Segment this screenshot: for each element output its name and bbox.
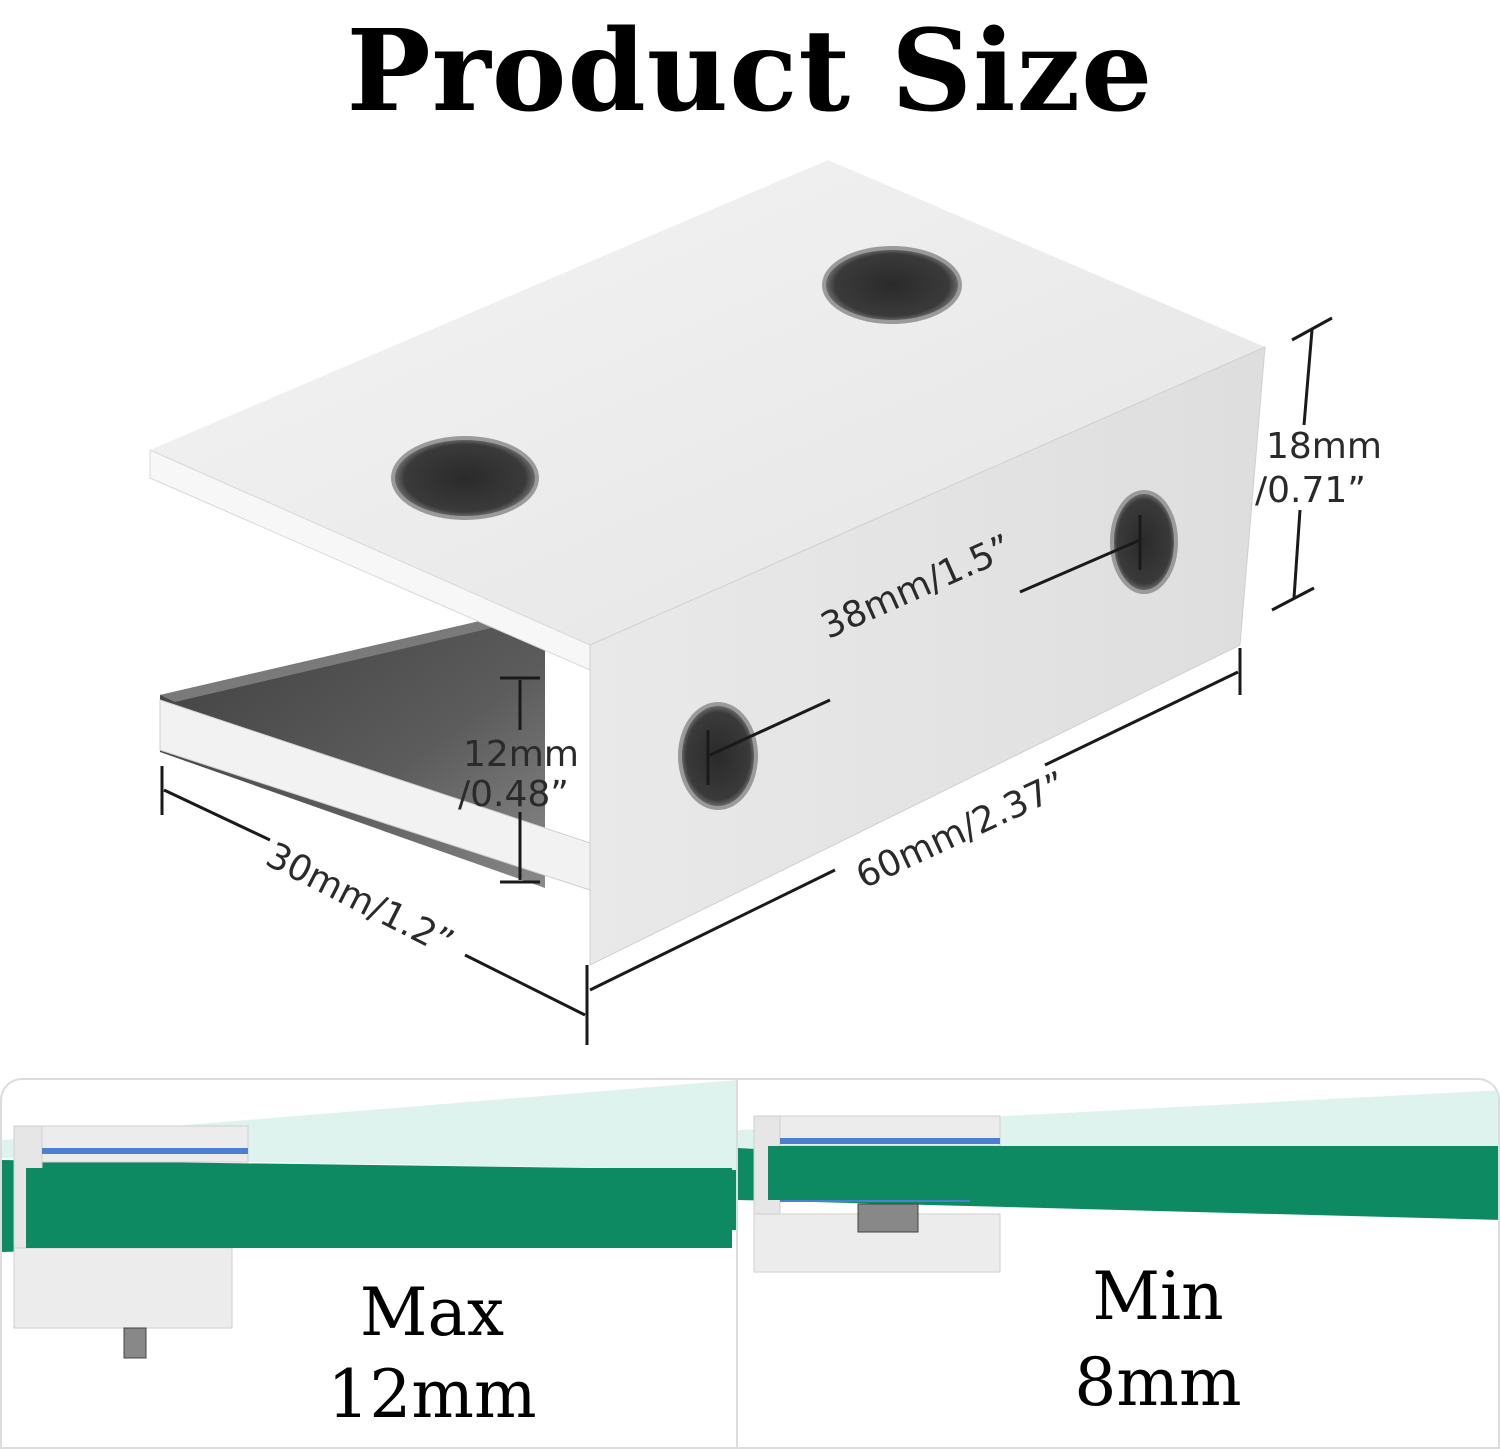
page-title: Product Size [346, 6, 1154, 137]
clamp-illustration [149, 160, 1333, 1045]
top-hole-1 [391, 436, 539, 520]
max-label: Max [359, 1274, 505, 1351]
gap-mm-label: 12mm [463, 734, 579, 775]
width-dimension-line [160, 766, 586, 1017]
top-hole-2 [822, 246, 962, 324]
hole-spacing-dimension-line [706, 515, 1142, 785]
height-dimension-line [1271, 316, 1333, 612]
length-dimension-line [585, 648, 1242, 1045]
gap-in-label: /0.48” [458, 774, 569, 815]
height-mm-label: 18mm [1266, 426, 1382, 467]
min-thickness-panel: Min 8mm [736, 1078, 1500, 1449]
side-face [589, 346, 1266, 966]
min-label: Min [1092, 1258, 1224, 1335]
max-clamp-illustration [2, 1080, 736, 1359]
max-thickness-panel: Max 12mm [0, 1078, 736, 1449]
gap-dimension-line [500, 676, 540, 884]
min-value: 8mm [1074, 1344, 1242, 1421]
max-value: 12mm [327, 1356, 537, 1433]
side-hole-1 [678, 702, 758, 810]
height-in-label: /0.71” [1255, 470, 1366, 511]
min-clamp-illustration [738, 1090, 1498, 1273]
side-hole-2 [1110, 490, 1178, 594]
